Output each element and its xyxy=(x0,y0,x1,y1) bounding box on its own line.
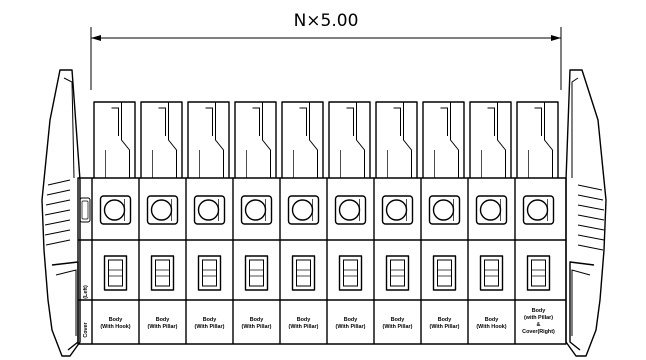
pillar-profile xyxy=(516,101,559,178)
pillar-profile xyxy=(93,101,136,178)
cover-label-line1: Cover xyxy=(83,321,89,337)
release-hole xyxy=(385,199,408,221)
pole-label-line: Body xyxy=(203,317,216,323)
pole-label: Body(With Hook) xyxy=(476,317,506,330)
wire-entry xyxy=(526,255,551,291)
pole-label-line: Body xyxy=(438,317,451,323)
release-button xyxy=(287,195,320,225)
wire-entry xyxy=(338,255,363,291)
pillar-profile xyxy=(469,101,512,178)
pole-label-line: (With Pillar) xyxy=(383,324,413,330)
release-button xyxy=(475,195,508,225)
release-button xyxy=(522,195,555,225)
release-button xyxy=(146,195,179,225)
pole-label-line: Body xyxy=(532,308,545,314)
pole-label-line: Body xyxy=(344,317,357,323)
release-hole xyxy=(291,199,314,221)
pole-label-line: (With Pillar) xyxy=(195,324,225,330)
dimension-callout: N×5.00 xyxy=(90,11,562,90)
pole-label-line: (With Hook) xyxy=(476,324,506,330)
pillar-profile xyxy=(422,101,465,178)
arrowhead-right xyxy=(551,35,561,41)
release-hole xyxy=(526,199,549,221)
wire-entry xyxy=(197,255,222,291)
pole-label-line: (with Pillar) xyxy=(524,315,553,321)
pole-label: Body(with Pillar)&Cover(Right) xyxy=(522,308,555,335)
wire-entry xyxy=(291,255,316,291)
arrowhead-left xyxy=(91,35,101,41)
pole-4 xyxy=(232,178,273,344)
pole-label: Body(With Pillar) xyxy=(195,317,225,330)
pole-9 xyxy=(467,178,508,344)
wire-entry xyxy=(432,255,457,291)
pole-label-line: (With Pillar) xyxy=(148,324,178,330)
release-button xyxy=(381,195,414,225)
release-hole xyxy=(197,199,220,221)
pole-8 xyxy=(420,178,461,344)
pole-label: Body(With Pillar) xyxy=(383,317,413,330)
pole-label: Body(With Pillar) xyxy=(336,317,366,330)
pole-7 xyxy=(373,178,414,344)
pole-label-line: (With Pillar) xyxy=(336,324,366,330)
release-hole xyxy=(479,199,502,221)
release-button xyxy=(193,195,226,225)
release-hole xyxy=(244,199,267,221)
pole-label-line: (With Hook) xyxy=(100,324,130,330)
pole-label: Body(With Pillar) xyxy=(148,317,178,330)
pillar-profile xyxy=(187,101,230,178)
release-hole xyxy=(150,199,173,221)
wire-entry xyxy=(103,255,128,291)
pillar-profile xyxy=(328,101,371,178)
left-latch-lever xyxy=(41,69,81,357)
release-hole xyxy=(103,199,126,221)
pillar-profile xyxy=(281,101,324,178)
pole-label-line: (With Pillar) xyxy=(430,324,460,330)
pole-label: Body(With Pillar) xyxy=(242,317,272,330)
pole-row: Body(With Hook)Body(With Pillar)Body(Wit… xyxy=(99,178,555,344)
pole-6 xyxy=(326,178,367,344)
cover-latch-slot xyxy=(79,197,91,223)
pole-3 xyxy=(185,178,226,344)
wire-entry xyxy=(150,255,175,291)
wire-entry xyxy=(479,255,504,291)
terminal-block-outline xyxy=(77,177,567,345)
pole-label-line: & xyxy=(537,322,541,328)
pillar-profiles xyxy=(93,101,559,178)
pillar-profile xyxy=(375,101,418,178)
pole-5 xyxy=(279,178,320,344)
release-hole xyxy=(432,199,455,221)
dimension-label: N×5.00 xyxy=(294,11,359,31)
right-latch-lever xyxy=(565,69,607,357)
cover-left: (Left) Cover xyxy=(79,197,91,338)
pole-label-line: Body xyxy=(297,317,310,323)
pole-label: Body(With Pillar) xyxy=(430,317,460,330)
pole-label-line: Body xyxy=(391,317,404,323)
pole-label-line: (With Pillar) xyxy=(289,324,319,330)
cover-label-line2: (Left) xyxy=(83,285,89,299)
pole-label-line: Cover(Right) xyxy=(522,329,555,335)
wire-entry xyxy=(385,255,410,291)
pole-label-line: (With Pillar) xyxy=(242,324,272,330)
pole-10 xyxy=(514,178,555,344)
pillar-profile xyxy=(234,101,277,178)
pole-label: Body(With Pillar) xyxy=(289,317,319,330)
pole-label: Body(With Hook) xyxy=(100,317,130,330)
pole-label-line: Body xyxy=(250,317,263,323)
release-button xyxy=(99,195,132,225)
pole-label-line: Body xyxy=(156,317,169,323)
release-button xyxy=(240,195,273,225)
pole-label-line: Body xyxy=(109,317,122,323)
release-button xyxy=(428,195,461,225)
wire-entry xyxy=(244,255,269,291)
release-hole xyxy=(338,199,361,221)
pole-1 xyxy=(99,195,132,291)
pillar-profile xyxy=(140,101,183,178)
release-button xyxy=(334,195,367,225)
pole-2 xyxy=(138,178,179,344)
pole-label-line: Body xyxy=(485,317,498,323)
